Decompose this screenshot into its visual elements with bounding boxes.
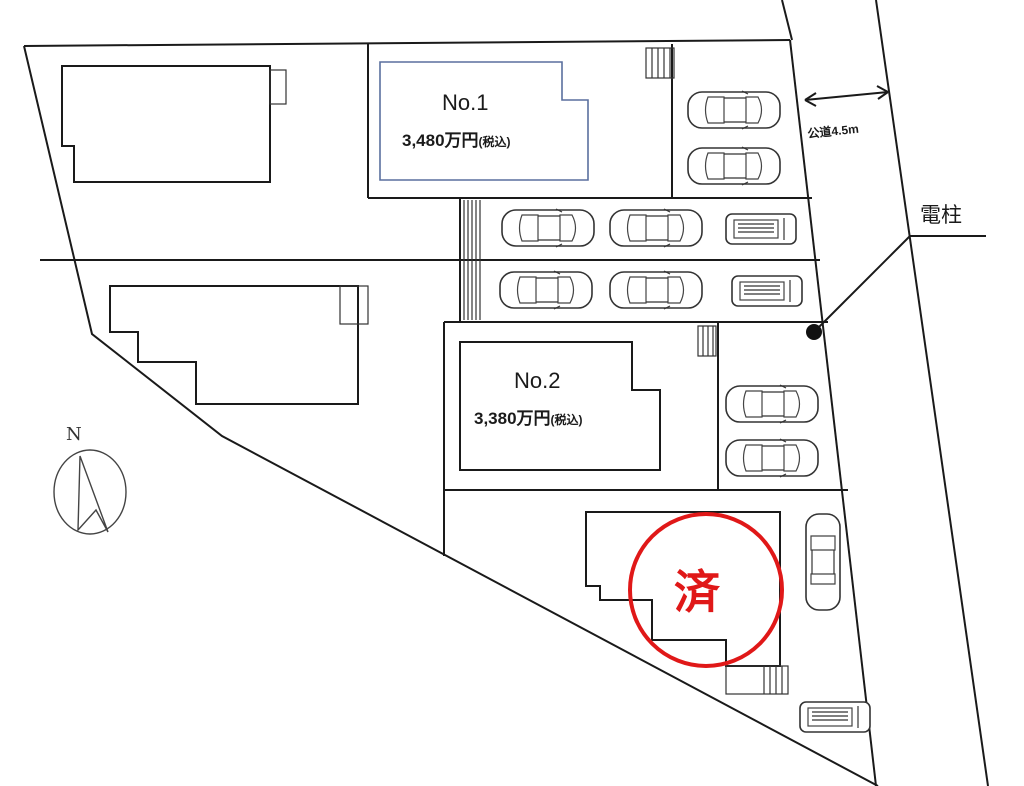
sold-lot-building <box>585 511 789 695</box>
lot1-price: 3,480万円(税込) <box>402 131 511 150</box>
north-arrow-icon <box>53 449 127 535</box>
lot2-price: 3,380万円(税込) <box>474 409 583 428</box>
parcel-divisions <box>40 44 848 556</box>
lot2-building <box>459 325 717 471</box>
sold-stamp-label: 済 <box>674 565 721 619</box>
public-road <box>781 0 989 786</box>
parking-lane-row1 <box>501 208 797 248</box>
lane-steps <box>463 200 481 320</box>
sold-stamp-circle <box>628 512 784 668</box>
lot1-building <box>379 47 675 181</box>
parking-sold-lot <box>799 513 871 733</box>
parking-lane-row2 <box>499 270 803 310</box>
lot1-name: No.1 <box>442 90 488 115</box>
north-label: N <box>66 424 82 445</box>
utility-pole <box>806 235 986 340</box>
neighbor-house-top <box>61 65 287 183</box>
lot2-name: No.2 <box>514 368 560 393</box>
pole-label: 電柱 <box>920 203 962 227</box>
road-label: 公道4.5m <box>807 121 860 141</box>
neighbor-house-middle <box>109 285 369 405</box>
site-boundary <box>23 39 879 786</box>
parking-lot2 <box>725 384 819 478</box>
parking-lot1 <box>687 90 781 186</box>
